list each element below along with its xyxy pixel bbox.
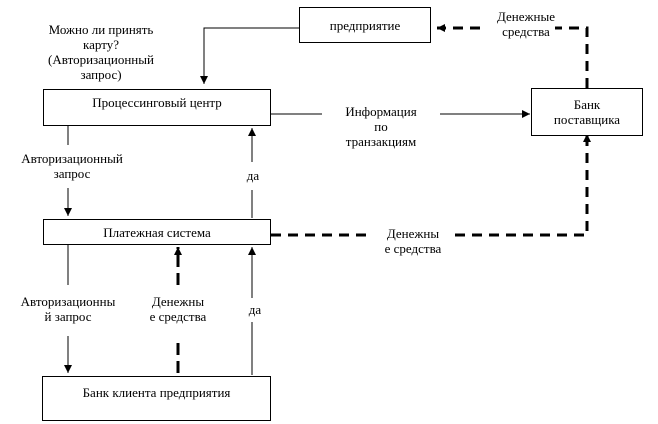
funds-mid-label: Денежны е средства: [384, 226, 442, 256]
processing-center-box: Процессинговый центр: [43, 89, 271, 126]
payment-system-label: Платежная система: [103, 224, 211, 240]
accept-card-query-label: Можно ли принять карту? (Авторизационный…: [48, 22, 154, 82]
dashed-funds-supplier-to-enterprise: [555, 26, 589, 88]
funds-low-label: Денежны е средства: [149, 294, 207, 324]
auth-request-2-label: Авторизационны й запрос: [20, 294, 116, 324]
funds-top-label: Денежные средства: [497, 9, 555, 39]
supplier-bank-box: Банк поставщика: [531, 88, 643, 136]
supplier-bank-label: Банк поставщика: [553, 97, 621, 127]
arrow-enterprise-to-processing: [200, 27, 299, 84]
enterprise-box: предприятие: [299, 7, 431, 43]
yes-2-label: да: [248, 302, 262, 317]
client-bank-label: Банк клиента предприятия: [82, 385, 231, 400]
dashed-funds-up-to-supplier: [455, 134, 591, 237]
payment-system-box: Платежная система: [43, 219, 271, 245]
transaction-info-label: Информация по транзакциям: [345, 104, 417, 149]
client-bank-box: Банк клиента предприятия: [42, 376, 271, 421]
processing-center-label: Процессинговый центр: [92, 95, 222, 110]
yes-1-label: да: [246, 168, 260, 183]
auth-request-1-label: Авторизационный запрос: [21, 151, 123, 181]
enterprise-label: предприятие: [329, 17, 401, 33]
